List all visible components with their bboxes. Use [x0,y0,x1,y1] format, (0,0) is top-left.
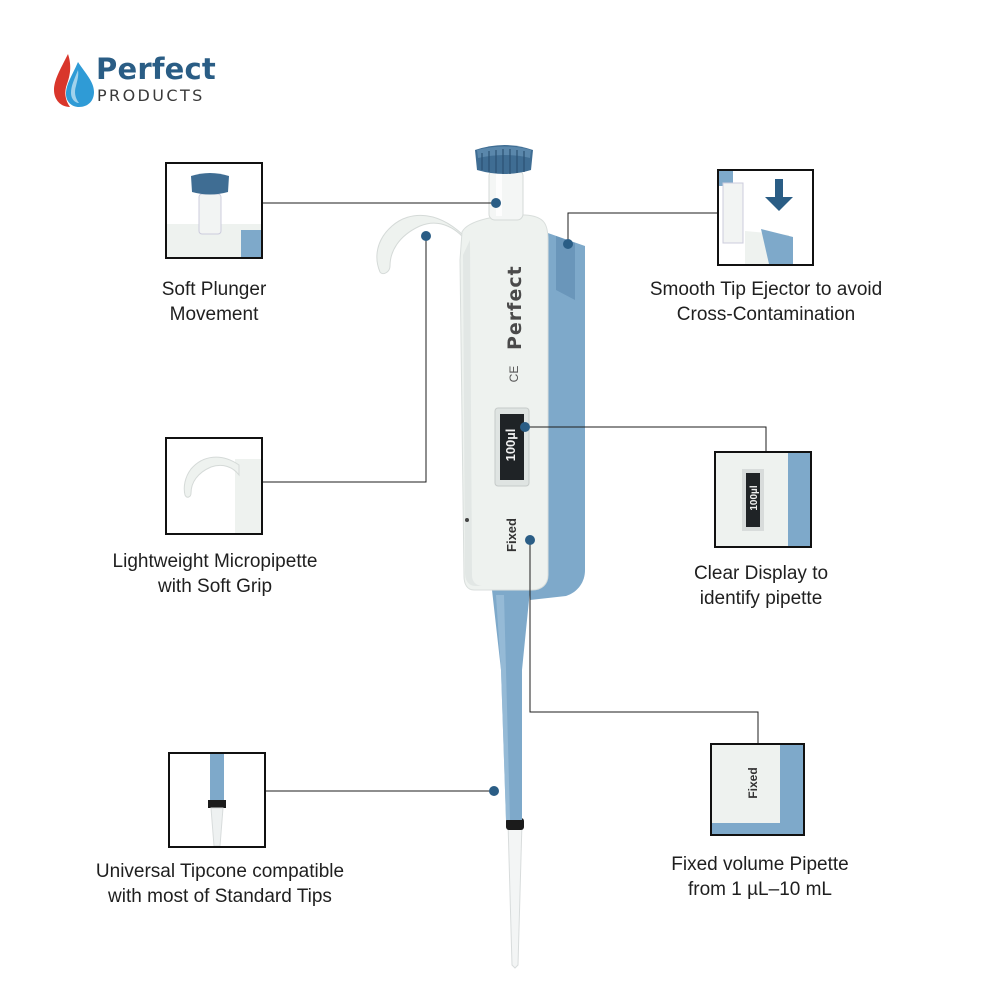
grip-leader-line [263,236,427,483]
brand-name: Perfect [96,52,216,86]
caption-line: Smooth Tip Ejector to avoid [649,279,883,300]
caption-plunger: Soft Plunger Movement [114,277,314,327]
tipcone-marker-dot [489,786,499,796]
ejector-leader-line [567,212,717,244]
caption-line: with most of Standard Tips [108,886,332,907]
ejector-marker-dot [563,239,573,249]
grip-marker-dot [421,231,431,241]
water-drop-icon [54,54,94,107]
display-thumbnail: 100µl [714,451,812,548]
fixed-thumbnail: Fixed [710,743,805,836]
caption-grip: Lightweight Micropipette with Soft Grip [82,549,348,599]
plunger-thumbnail [165,162,263,259]
caption-line: Clear Display to [693,563,829,584]
caption-line: Cross-Contamination [676,304,856,325]
plunger-marker-dot [491,198,501,208]
volume-leader-line [529,540,759,743]
tipcone-thumbnail [168,752,266,848]
brand-logo: Perfect PRODUCTS [52,52,252,112]
caption-line: Lightweight Micropipette [112,551,318,572]
caption-line: Fixed volume Pipette [671,854,849,875]
caption-line: with Soft Grip [157,576,273,597]
caption-line: from 1 µL–10 mL [687,879,832,900]
caption-line: Universal Tipcone compatible [95,861,345,882]
caption-line: identify pipette [699,588,823,609]
caption-ejector: Smooth Tip Ejector to avoid Cross-Contam… [618,277,914,327]
display-marker-dot [520,422,530,432]
caption-line: Movement [169,304,259,325]
brand-tagline: PRODUCTS [97,86,205,105]
caption-tipcone: Universal Tipcone compatible with most o… [68,859,372,909]
grip-thumbnail [165,437,263,535]
caption-line: Soft Plunger [161,279,267,300]
volume-marker-dot [525,535,535,545]
caption-display: Clear Display to identify pipette [650,561,872,611]
ejector-thumbnail [717,169,814,266]
caption-volume: Fixed volume Pipette from 1 µL–10 mL [640,852,880,902]
display-leader-line [525,426,767,451]
